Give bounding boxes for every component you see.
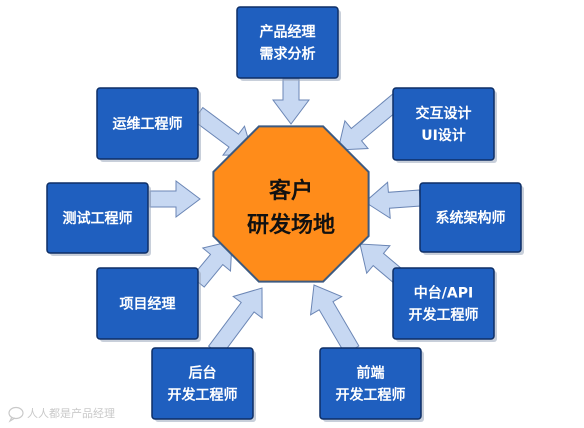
role-label-line: 产品经理 — [260, 24, 316, 41]
role-label-line: 开发工程师 — [168, 387, 238, 404]
box-rect — [419, 182, 522, 253]
center-octagon — [212, 125, 370, 283]
role-label-line: 前端 — [357, 365, 385, 382]
role-label-line: 开发工程师 — [336, 387, 406, 404]
role-label-line: UI设计 — [421, 127, 466, 144]
arrow-test-engineer — [149, 180, 201, 218]
box-rect — [46, 182, 149, 254]
box-rect — [96, 87, 199, 160]
role-box-project-manager: 项目经理 — [96, 267, 201, 342]
watermark: 人人都是产品经理 — [8, 406, 115, 423]
boxes-layer: 产品经理需求分析交互设计UI设计系统架构师中台/API开发工程师前端开发工程师后… — [46, 6, 524, 422]
box-rect — [236, 6, 339, 79]
role-label-line: 后台 — [189, 365, 217, 382]
box-rect — [392, 267, 495, 340]
role-box-system-architect: 系统架构师 — [419, 182, 524, 255]
role-label-line: 交互设计 — [416, 105, 472, 122]
arrow-frontend — [309, 284, 360, 355]
role-label-line: 系统架构师 — [436, 210, 506, 227]
center-label-line: 客户 — [269, 178, 313, 204]
box-rect — [392, 87, 495, 161]
arrow-product-manager — [272, 78, 310, 125]
role-label-line: 运维工程师 — [113, 116, 183, 133]
box-rect — [96, 267, 199, 340]
arrow-system-architect — [364, 181, 422, 220]
role-box-ops-engineer: 运维工程师 — [96, 87, 201, 162]
role-label-line: 需求分析 — [260, 46, 316, 63]
arrows-layer — [149, 78, 422, 357]
chat-bubble-icon — [8, 406, 24, 423]
role-label-line: 项目经理 — [120, 296, 176, 313]
box-rect — [151, 347, 254, 420]
box-rect — [319, 347, 422, 420]
role-label-line: 中台/API — [414, 285, 473, 302]
role-box-interaction-ui: 交互设计 UI设计 — [392, 87, 497, 163]
center-label-line: 研发场地 — [247, 212, 335, 238]
role-box-middle-platform-api: 中台/API 开发工程师 — [392, 267, 497, 342]
watermark-text: 人人都是产品经理 — [27, 406, 115, 420]
role-label-line: 开发工程师 — [409, 307, 479, 324]
role-box-test-engineer: 测试工程师 — [46, 182, 151, 256]
arrow-backend — [207, 287, 263, 357]
role-label-line: 测试工程师 — [63, 210, 133, 227]
